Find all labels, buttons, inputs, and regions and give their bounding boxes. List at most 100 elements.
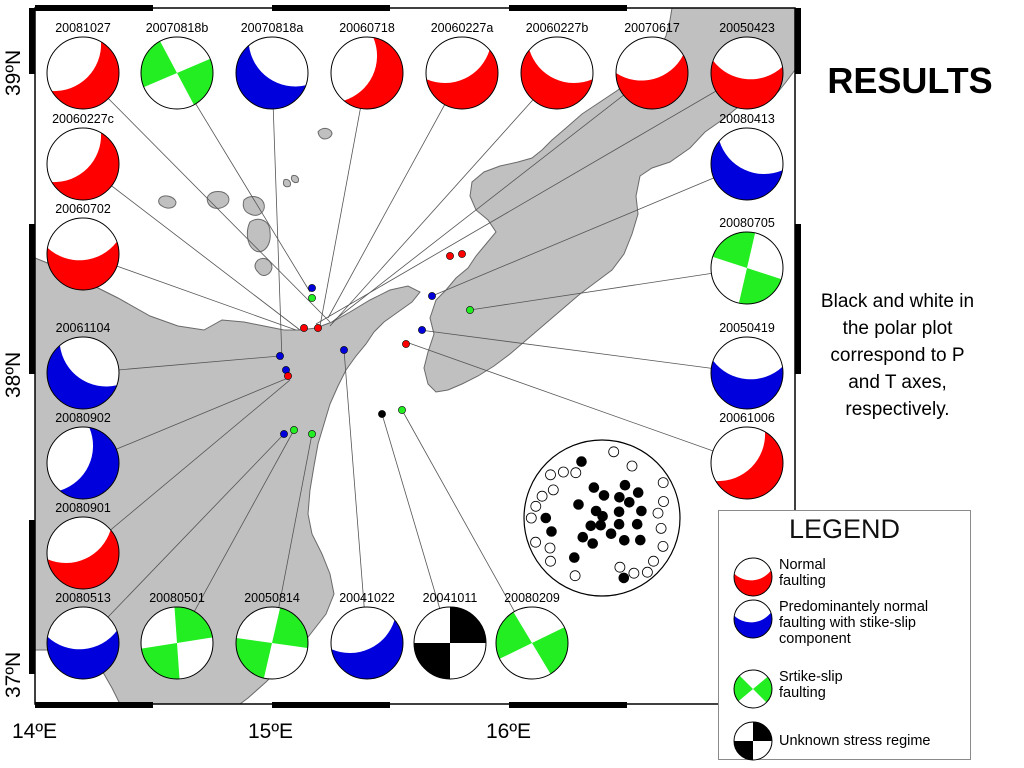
t-axis-point	[652, 507, 664, 519]
p-axis-point	[576, 456, 587, 467]
leader-line	[327, 72, 463, 319]
legend-title: LEGEND	[788, 514, 901, 544]
beachball-20050814	[235, 606, 309, 680]
beachball-20070818a	[235, 36, 309, 110]
mechanism-label: 20080209	[504, 591, 560, 605]
leader-line	[419, 329, 748, 374]
beachball-20050419	[710, 336, 784, 410]
leader-line	[82, 377, 289, 464]
epicenter-dot	[428, 292, 436, 300]
t-axis-point	[569, 570, 581, 582]
t-axis-point	[545, 555, 556, 567]
t-axis-point	[570, 467, 582, 479]
p-axis-point	[613, 506, 625, 518]
leader-line	[315, 72, 748, 325]
t-axis-point	[614, 561, 626, 573]
epicenter-dots	[276, 250, 474, 438]
t-axis-point	[655, 523, 667, 534]
island-lipari	[246, 218, 271, 253]
legend-label-line: faulting with stike-slip	[779, 615, 916, 631]
p-axis-point	[614, 491, 625, 503]
mechanism-label: 20070617	[624, 21, 680, 35]
t-axis-point	[544, 542, 556, 554]
mechanism-label: 20060227a	[431, 21, 494, 35]
mechanism-label: 20041011	[423, 591, 478, 605]
leader-line	[82, 163, 301, 331]
p-axis-point	[631, 518, 643, 530]
legend-beachball-icon	[733, 669, 773, 709]
leader-line	[82, 253, 297, 331]
mechanism-label: 20060227c	[52, 112, 114, 126]
legend-label-line: Predominantely normal	[779, 599, 929, 615]
legend-label-line: faulting	[779, 573, 826, 589]
beachball-20060227a	[425, 36, 499, 110]
t-axis-point	[545, 469, 556, 481]
legend-beachball	[733, 599, 773, 639]
p-axis-point	[636, 505, 647, 517]
mechanism-label: 20080413	[719, 112, 775, 126]
island-alicudi	[206, 191, 230, 209]
epicenter-dot	[340, 346, 348, 354]
p-axis-point	[587, 538, 599, 549]
p-axis-point	[540, 512, 552, 524]
beachball-20070617	[615, 36, 689, 110]
p-axis-point	[598, 490, 610, 501]
leader-line	[343, 349, 368, 644]
lat-tick-37: 37ºN	[2, 652, 25, 698]
leader-line	[82, 72, 331, 323]
epicenter-dot	[276, 352, 284, 360]
epicenter-dot	[398, 406, 406, 414]
mechanism-label: 20080501	[149, 591, 205, 605]
t-axis-point	[648, 555, 659, 567]
mechanism-label: 20070818a	[241, 21, 304, 35]
p-axis-point	[595, 519, 607, 531]
polar-plot	[523, 439, 681, 597]
p-axis-point	[568, 552, 580, 563]
p-axis-point	[588, 482, 600, 493]
p-axis-point	[618, 572, 630, 584]
epicenter-dot	[466, 306, 474, 314]
t-axis-point	[628, 567, 640, 579]
t-axis-point	[530, 536, 541, 548]
beachball-20080501	[140, 606, 214, 680]
beachball-20060227b	[520, 36, 594, 110]
epicenter-dot	[446, 252, 454, 260]
p-axis-point	[619, 479, 631, 491]
leader-line	[329, 72, 558, 327]
epicenter-dot	[378, 410, 386, 418]
mechanism-label: 20080901	[55, 501, 111, 515]
epicenter-dot	[300, 324, 308, 332]
p-axis-point	[618, 534, 630, 546]
epicenter-dot	[308, 284, 316, 292]
p-axis-point	[585, 520, 597, 532]
lon-tick-14: 14ºE	[12, 720, 57, 743]
beachball-20080413	[710, 127, 784, 201]
t-axis-point	[530, 500, 542, 512]
map-frame	[29, 5, 801, 708]
t-axis-point	[626, 460, 638, 472]
t-axis-point	[658, 496, 669, 507]
beachball-20050423	[710, 36, 784, 110]
leader-line	[271, 72, 283, 361]
island-vulcano	[254, 257, 273, 276]
lon-tick-16: 16ºE	[486, 720, 531, 743]
epicenter-dot	[280, 430, 288, 438]
epicenter-dot	[308, 294, 316, 302]
t-axis-point	[547, 484, 559, 496]
mechanism-label: 20080705	[719, 216, 775, 230]
leader-lines	[82, 72, 748, 644]
epicenter-dot	[314, 324, 322, 332]
beachball-20080209	[495, 606, 569, 680]
leader-line	[401, 409, 533, 644]
mechanism-label: 20061006	[719, 411, 775, 425]
p-axis-point	[613, 518, 625, 530]
leader-line	[82, 379, 291, 554]
calabria-landmass	[423, 7, 796, 393]
p-axis-point	[605, 528, 617, 540]
polar-axes-points	[525, 446, 669, 584]
legend-beachball-icon	[733, 721, 773, 761]
epicenter-dot	[402, 340, 410, 348]
legend-beachball	[733, 721, 773, 761]
legend-label-line: faulting	[779, 685, 826, 701]
